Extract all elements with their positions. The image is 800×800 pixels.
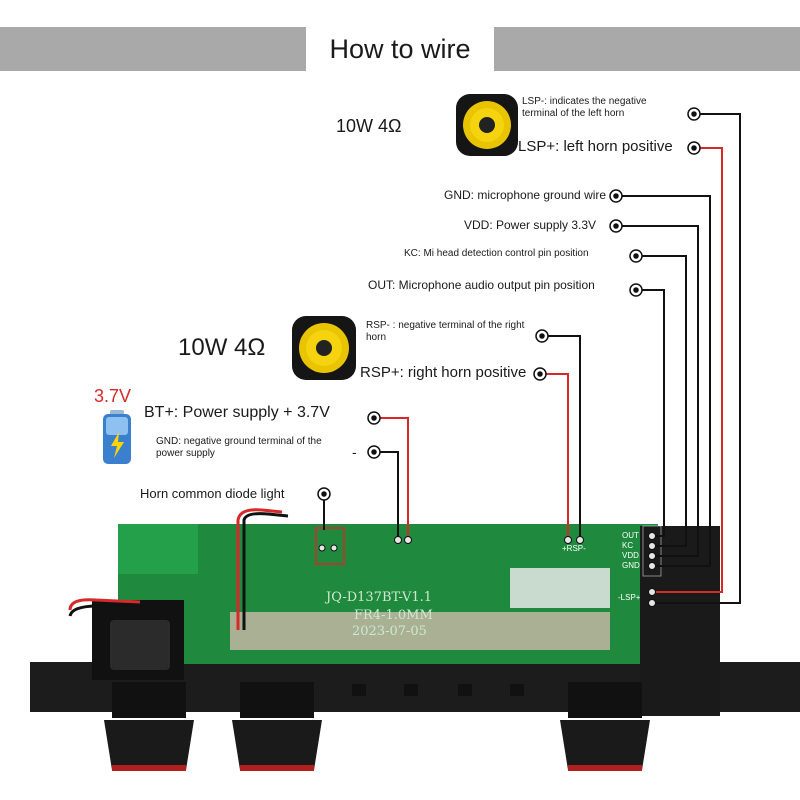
terminal-circles [317,107,701,501]
board-pin-vdd: VDD [622,551,639,560]
board-model: JQ-D137BT-V1.1 [326,590,433,605]
header-bar-left [0,27,306,71]
minus-sign: - [352,444,357,460]
right-speaker-icon [292,316,356,380]
lsp-minus-label: LSP-: indicates the negative terminal of… [522,96,647,119]
wire-gnd-power [378,451,399,538]
lsp-plus-label: LSP+: left horn positive [518,138,673,155]
board-pin-kc: KC [622,541,634,550]
board-pin-gnd: GND [622,561,640,570]
right-speaker-power: 10W 4Ω [178,334,266,361]
wire-lsp-plus [656,147,723,593]
wire-rsp-plus [540,373,569,538]
board-date: 2023-07-05 [352,624,427,639]
rsp-plus-label: RSP+: right horn positive [360,364,527,381]
wires [323,113,741,604]
wire-vdd [622,225,699,557]
knob-left [104,682,194,771]
wire-out [636,289,665,537]
wire-bt-plus [374,417,409,538]
gnd-power-label: GND: negative ground terminal of the pow… [156,436,322,459]
rsp-minus-label: RSP- : negative terminal of the right ho… [366,320,525,343]
gnd-mic-label: GND: microphone ground wire [444,188,607,202]
board-thickness: FR4-1.0MM [354,608,433,623]
page-title: How to wire [306,27,494,71]
vdd-label: VDD: Power supply 3.3V [464,218,597,232]
button-row [352,684,524,696]
wire-rsp-minus [542,335,581,538]
left-speaker-power: 10W 4Ω [336,116,402,136]
jack-black-wire [68,604,141,617]
board-black-wire [242,512,289,630]
board-pin-lsp: -LSP+ [618,593,641,602]
jack-red-wire [68,598,141,611]
header-bar-right [494,27,800,71]
knob-middle [232,682,322,771]
battery-icon [103,410,131,464]
knob-right [560,682,650,771]
board-pin-rsp: +RSP- [562,544,586,553]
pcb-board [30,524,800,716]
kc-label: KC: Mi head detection control pin positi… [404,248,589,259]
diode-label: Horn common diode light [140,486,285,501]
board-pads [318,532,656,607]
wire-lsp-minus [656,113,741,604]
board-red-wire [236,508,283,630]
wire-kc [636,255,687,547]
bt-plus-label: BT+: Power supply + 3.7V [144,404,330,421]
battery-voltage: 3.7V [94,386,132,406]
left-speaker-icon [456,94,518,156]
out-label: OUT: Microphone audio output pin positio… [368,278,595,292]
wire-gnd-mic [622,195,711,567]
board-pin-out: OUT [622,531,639,540]
